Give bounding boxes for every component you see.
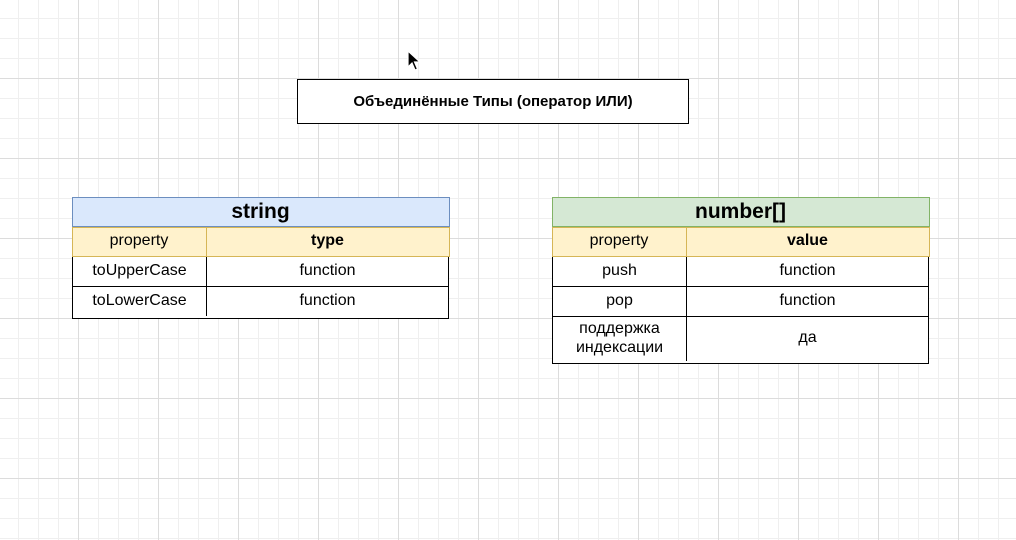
table-row[interactable]: pop function xyxy=(553,286,928,317)
number-array-type-table[interactable]: number[] property value push function po… xyxy=(551,196,930,364)
table-row[interactable]: toLowerCase function xyxy=(73,286,448,316)
property-cell: push xyxy=(553,256,687,286)
mouse-pointer-icon xyxy=(407,50,421,71)
column-header-value: value xyxy=(787,232,828,250)
property-cell: toUpperCase xyxy=(73,256,207,286)
table-row[interactable]: toUpperCase function xyxy=(73,256,448,287)
value-cell: function xyxy=(779,261,836,279)
column-header-row: property type xyxy=(71,226,450,257)
column-header-property: property xyxy=(73,227,207,256)
property-cell: toLowerCase xyxy=(73,286,207,316)
type-cell: function xyxy=(299,261,356,279)
column-header-property: property xyxy=(553,227,687,256)
diagram-title: Объединённые Типы (оператор ИЛИ) xyxy=(353,93,633,110)
property-cell: pop xyxy=(553,286,687,316)
value-cell: да xyxy=(798,329,817,347)
value-cell: function xyxy=(779,291,836,309)
table-header-string: string xyxy=(71,196,450,227)
table-header-number-array: number[] xyxy=(551,196,930,227)
diagram-title-box[interactable]: Объединённые Типы (оператор ИЛИ) xyxy=(297,79,689,124)
column-header-type: type xyxy=(311,232,344,250)
property-cell: поддержка индексации xyxy=(553,316,687,361)
table-row[interactable]: поддержка индексации да xyxy=(553,316,928,361)
table-row[interactable]: push function xyxy=(553,256,928,287)
string-type-table[interactable]: string property type toUpperCase functio… xyxy=(71,196,450,319)
column-header-row: property value xyxy=(551,226,930,257)
type-cell: function xyxy=(299,291,356,309)
